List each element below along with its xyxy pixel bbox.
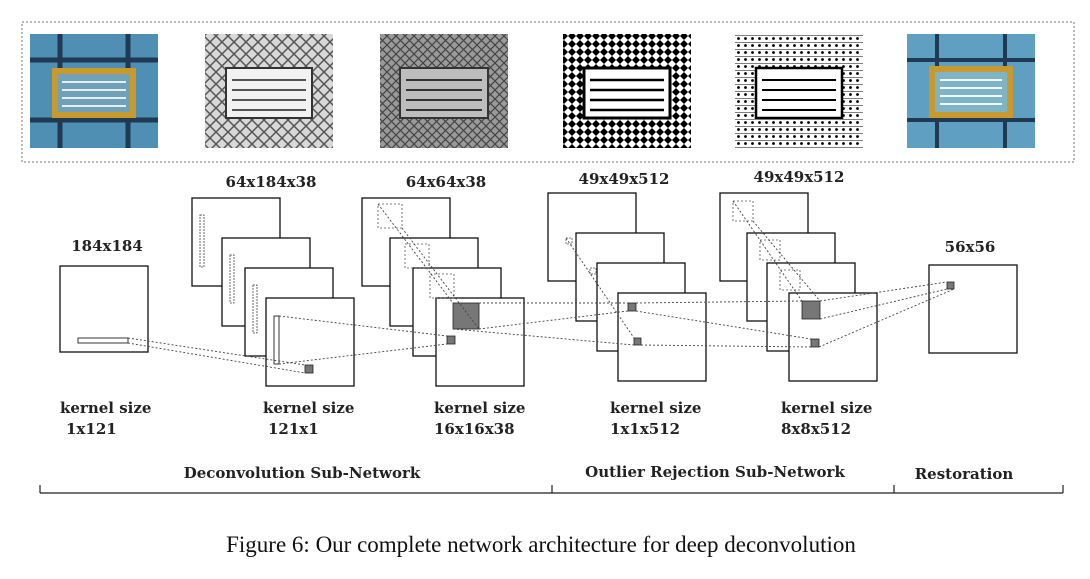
stage-2-dims: 64x184x38 xyxy=(226,173,317,191)
stage-5-kernel-label: kernel size xyxy=(781,399,872,417)
restored-output-image xyxy=(907,34,1035,148)
figure-caption: Figure 6: Our complete network architect… xyxy=(226,532,856,557)
stage-4-dims: 49x49x512 xyxy=(579,170,670,188)
feature-map-image-1 xyxy=(205,34,333,148)
kernel-1x121 xyxy=(77,337,129,344)
stage-5-dims: 49x49x512 xyxy=(754,168,845,186)
feature-map-image-2 xyxy=(380,34,508,148)
stage-3-kernel-value: 16x16x38 xyxy=(434,420,515,438)
stage-1-kernel-value: 1x121 xyxy=(66,420,117,438)
layer-stack-2 xyxy=(191,197,355,387)
layer-stack-3 xyxy=(361,197,525,387)
stage-1-dims: 184x184 xyxy=(71,237,143,255)
stage-3-kernel-label: kernel size xyxy=(434,399,525,417)
stage-2-kernel-label: kernel size xyxy=(263,399,354,417)
thumbnail-strip-frame xyxy=(21,21,1075,163)
outlier-map-image-1 xyxy=(563,34,691,148)
stage-5-kernel-value: 8x8x512 xyxy=(781,420,851,438)
stage-3-dims: 64x64x38 xyxy=(406,173,487,191)
output-layer-box xyxy=(928,264,1018,354)
output-pixel xyxy=(946,281,955,290)
section-deconvolution: Deconvolution Sub-Network xyxy=(184,464,421,482)
stage-6-dims: 56x56 xyxy=(945,238,996,256)
layer-stack-4 xyxy=(547,192,707,382)
stage-4-kernel-label: kernel size xyxy=(610,399,701,417)
connection-lines xyxy=(127,200,955,374)
section-restoration: Restoration xyxy=(915,465,1014,483)
outlier-map-image-2 xyxy=(735,34,863,148)
stage-1-kernel-label: kernel size xyxy=(60,399,151,417)
section-bracket xyxy=(39,485,1064,494)
section-outlier-rejection: Outlier Rejection Sub-Network xyxy=(585,463,845,481)
layer-stack-5 xyxy=(719,192,878,382)
stage-4-kernel-value: 1x1x512 xyxy=(610,420,680,438)
blurred-input-image xyxy=(30,34,158,148)
stage-2-kernel-value: 121x1 xyxy=(268,420,319,438)
